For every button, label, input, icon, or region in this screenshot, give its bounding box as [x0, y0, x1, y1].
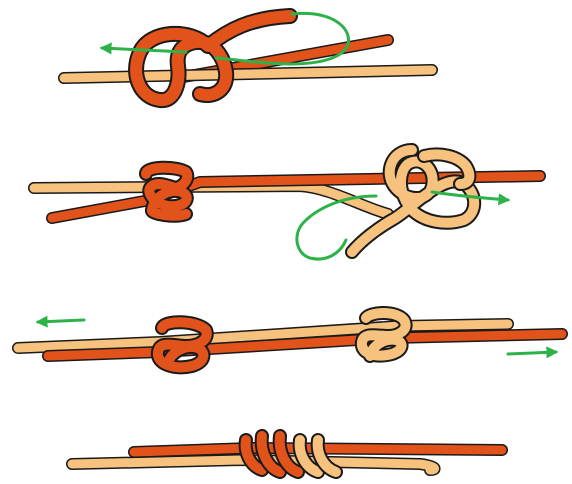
step4-tan-rope — [66, 454, 441, 476]
step2-tan-loops — [345, 143, 481, 259]
step3-red-rope — [42, 328, 568, 362]
step3-tan-knot — [354, 306, 413, 363]
step-4 — [66, 429, 508, 479]
step4-combined-knot — [238, 429, 343, 479]
step-2 — [28, 143, 546, 261]
step1-tan-rope — [58, 64, 438, 84]
step3-green-arrows — [35, 315, 559, 359]
step1-red-loops — [128, 8, 298, 108]
step3-tan-rope — [12, 318, 514, 354]
step-3 — [12, 306, 568, 375]
step-1 — [58, 8, 438, 108]
step3-red-knot — [150, 315, 214, 375]
step2-green-arrow — [295, 190, 511, 261]
step2-red-knot — [139, 160, 195, 223]
step1-green-arrow — [99, 11, 350, 66]
